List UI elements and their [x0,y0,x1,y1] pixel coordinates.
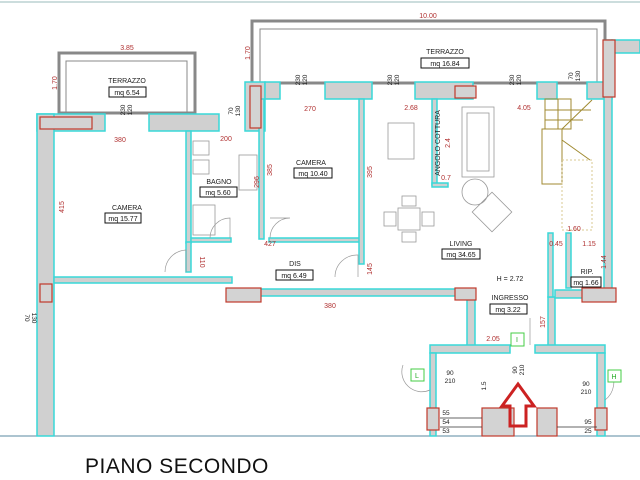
label: 230 [120,104,127,115]
label: 70 [568,72,575,80]
ceiling-height: H = 2.72 [497,276,524,283]
sign-l [410,368,425,382]
sign-i [510,332,525,347]
label: 53 [442,428,450,435]
room-camera-2: CAMERA [296,160,326,167]
label: 55 [442,410,450,417]
label: 200 [220,136,232,143]
label: 3.85 [120,45,134,52]
sign-i-label: I [516,337,518,344]
label: 54 [442,419,450,426]
label: 4.05 [517,105,531,112]
stair-labels: 55 54 53 95 25 [440,410,597,435]
door-swings [164,217,615,401]
label: 25 [584,428,592,435]
area-terrazzo-right: mq 16.84 [430,61,459,68]
label: 145 [367,263,374,275]
label: 130 [575,70,582,81]
label: 90 [446,370,454,377]
label: 2.68 [404,105,418,112]
label: 110 [198,256,205,267]
room-terrazzo-right: TERRAZZO [426,49,464,56]
label: 230 [295,74,302,85]
pillars [39,39,617,437]
label: 130 [235,105,242,116]
terrace-right-inner [259,28,598,84]
sign-h [607,369,622,383]
furniture [192,106,513,243]
area-ingresso: mq 3.22 [495,307,520,314]
room-angolo-cottura: ANGOLO COTTURA [435,110,442,176]
label: 2.4 [445,138,452,148]
label: 1.15 [582,241,596,248]
label: 0.7 [441,175,451,182]
label: 157 [540,316,547,328]
label: 210 [445,378,456,385]
dimension-labels: 3.85 1.70 10.00 1.70 380 200 270 2.68 4.… [52,13,608,391]
label: 230 [509,74,516,85]
area-living: mq 34.65 [446,252,475,259]
area-terrazzo-left: mq 6.54 [114,90,139,97]
label: 296 [254,176,261,188]
label: 380 [324,303,336,310]
label: 120 [516,74,523,85]
label: 1.5 [481,381,488,390]
label: 385 [267,164,274,176]
staircase [541,98,593,231]
area-bagno: mq 5.60 [205,190,230,197]
label: 210 [581,389,592,396]
label: 120 [302,74,309,85]
label: 1.60 [567,226,581,233]
entry-arrow-icon [499,381,537,428]
door-labels: 90 210 90 210 90 210 [445,364,592,396]
sign-h-label: H [611,374,616,381]
area-camera-2: mq 10.40 [298,171,327,178]
area-camera-1: mq 15.77 [108,216,137,223]
room-labels: TERRAZZO mq 6.54 TERRAZZO mq 16.84 CAMER… [104,49,602,315]
label: 130 [30,313,37,324]
page-title: PIANO SECONDO [85,455,269,478]
label: 230 [387,74,394,85]
area-dis: mq 6.49 [281,273,306,280]
window-labels: 230 120 70 130 230 120 230 120 230 120 7… [23,70,582,324]
label: 10.00 [419,13,437,20]
label: 70 [228,107,235,115]
room-rip: RIP. [581,269,594,276]
label: 210 [519,364,526,375]
label: 270 [304,106,316,113]
label: 70 [23,314,30,322]
label: 395 [367,166,374,178]
label: 90 [582,381,590,388]
room-bagno: BAGNO [206,179,232,186]
label: 380 [114,137,126,144]
label: 415 [59,201,66,213]
room-ingresso: INGRESSO [492,295,530,302]
label: 1.44 [601,255,608,269]
room-camera-1: CAMERA [112,205,142,212]
room-dis: DIS [289,261,301,268]
label: 90 [512,366,519,374]
label: 2.05 [486,336,500,343]
label: 1.70 [52,76,59,90]
area-rip: mq 1.66 [573,280,598,287]
label: 95 [584,419,592,426]
label: 0.45 [549,241,563,248]
label: 427 [264,241,276,248]
room-living: LIVING [450,241,473,248]
sign-l-label: L [415,373,419,380]
room-terrazzo-left: TERRAZZO [108,78,146,85]
label: 1.70 [245,46,252,60]
label: 120 [394,74,401,85]
label: 120 [127,104,134,115]
terrace-left-inner [65,60,188,114]
